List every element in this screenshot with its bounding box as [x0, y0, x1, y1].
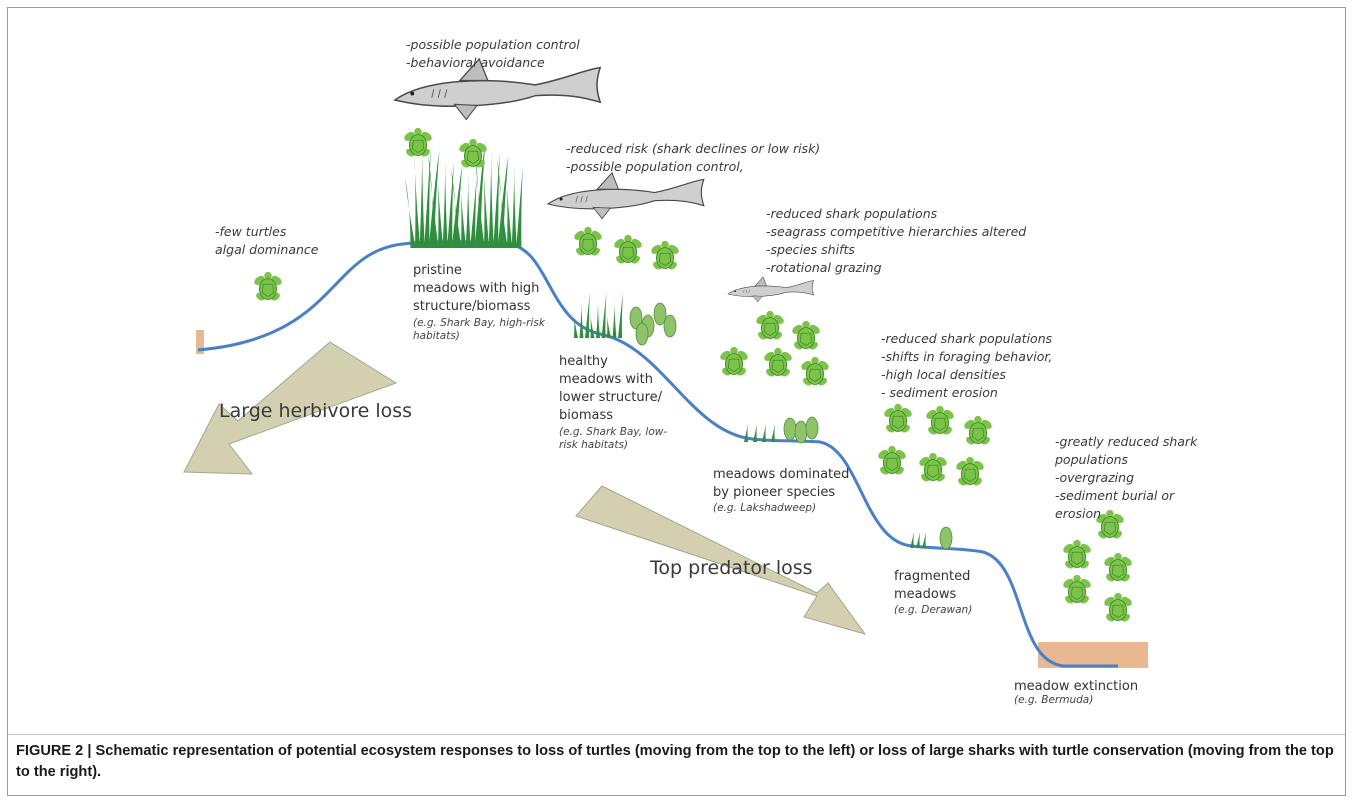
- seagrass-blade: [451, 168, 462, 248]
- turtle-icon: [962, 415, 994, 447]
- stage-example-fragmented: (e.g. Derawan): [894, 604, 972, 616]
- seagrass-leaf: [653, 302, 667, 326]
- seagrass-blade: [922, 532, 926, 548]
- seagrass-blade: [601, 292, 607, 338]
- seagrass-blade: [612, 300, 617, 338]
- seagrass-leaf: [939, 526, 953, 550]
- turtle-icon: [1102, 592, 1134, 624]
- stage-label-pioneer: meadows dominated by pioneer species: [713, 467, 854, 500]
- seagrass-blade: [771, 424, 775, 442]
- seagrass-blade: [589, 308, 595, 338]
- ecosystem-diagram: -few turtles algal dominance -possible p…: [183, 37, 1201, 706]
- turtle-icon: [1061, 539, 1093, 571]
- turtle-icon: [718, 346, 750, 378]
- caption-divider: [8, 734, 1345, 735]
- figure-frame: -few turtles algal dominance -possible p…: [7, 7, 1346, 796]
- turtle-icon: [649, 240, 681, 272]
- seagrass-leaf: [629, 306, 643, 330]
- figure-caption: FIGURE 2 | Schematic representation of p…: [16, 741, 1336, 783]
- ecosystem-state-curve: [197, 240, 1118, 668]
- turtle-icon: [762, 347, 794, 379]
- seagrass-blade: [474, 143, 485, 248]
- seagrass-blade: [511, 164, 517, 248]
- seagrass-blade: [618, 292, 623, 338]
- turtle-icon: [954, 456, 986, 488]
- stage-label-healthy: healthy meadows with lower structure/ bi…: [559, 354, 666, 423]
- stage-example-healthy: (e.g. Shark Bay, low- risk habitats): [559, 426, 671, 451]
- stage-label-extinction: meadow extinction: [1014, 679, 1138, 694]
- seagrass-blade: [428, 150, 440, 248]
- figure-label: FIGURE 2 |: [16, 743, 92, 759]
- seagrass-blade: [753, 424, 757, 442]
- seagrass-blade: [474, 140, 486, 248]
- seagrass-leaf: [783, 417, 797, 441]
- turtle-icon: [1061, 574, 1093, 606]
- seagrass-blade: [606, 308, 611, 338]
- seagrass-blade: [488, 149, 494, 248]
- seagrass-blade: [916, 532, 920, 548]
- seagrass-blade: [442, 159, 448, 248]
- annotation-pioneer: -reduced shark populations -seagrass com…: [766, 206, 1030, 275]
- stage-example-extinction: (e.g. Bermuda): [1014, 694, 1093, 706]
- shark-small-illustration: [727, 276, 814, 303]
- seagrass-blade: [573, 308, 578, 338]
- seagrass-blade: [470, 177, 477, 248]
- seagrass-blade: [419, 144, 425, 248]
- turtle-icon: [754, 310, 786, 342]
- stage-label-pristine: pristine meadows with high structure/bio…: [413, 263, 544, 314]
- shark-medium-illustration: [547, 172, 705, 220]
- turtle-icon: [612, 234, 644, 266]
- turtle-icon: [572, 226, 604, 258]
- turtle-icon: [924, 405, 956, 437]
- seagrass-blade: [585, 292, 590, 338]
- seagrass-blade: [424, 147, 431, 248]
- seagrass-blade: [447, 162, 454, 248]
- caption-text: Schematic representation of potential ec…: [16, 743, 1334, 780]
- seagrass-blade: [505, 161, 513, 248]
- annotation-extinction: -greatly reduced shark populations -over…: [1054, 434, 1201, 521]
- seagrass-blade: [459, 171, 467, 248]
- arrow-label-predator-loss: Top predator loss: [649, 557, 813, 579]
- seagrass-leaf: [663, 314, 677, 338]
- seagrass-blade: [405, 178, 416, 248]
- seagrass-blade: [910, 532, 914, 548]
- left-sediment-patch: [196, 330, 204, 354]
- seagrass-blade: [465, 174, 471, 248]
- stage-example-pioneer: (e.g. Lakshadweep): [713, 502, 816, 514]
- seagrass-blade: [428, 153, 439, 248]
- turtle-icon: [402, 127, 434, 159]
- seagrass-blade: [493, 152, 500, 248]
- seagrass-leaf: [805, 416, 819, 440]
- seagrass-illustrations: [405, 140, 953, 550]
- arrow-label-herbivore-loss: Large herbivore loss: [219, 400, 412, 422]
- turtle-icon: [1102, 552, 1134, 584]
- annotation-healthy: -reduced risk (shark declines or low ris…: [566, 141, 824, 174]
- turtle-icon: [876, 445, 908, 477]
- annotation-fragmented: -reduced shark populations -shifts in fo…: [881, 331, 1056, 400]
- seagrass-leaf: [794, 420, 808, 444]
- seagrass-blade: [744, 424, 748, 442]
- seagrass-blade: [413, 141, 421, 248]
- turtle-icon: [252, 271, 284, 303]
- seagrass-blade: [482, 146, 490, 248]
- seagrass-blade: [497, 158, 508, 248]
- seagrass-leaf: [635, 322, 649, 346]
- seagrass-blade: [436, 156, 444, 248]
- seagrass-blade: [596, 300, 600, 338]
- annotation-algal-dominance: -few turtles algal dominance: [215, 224, 319, 257]
- stage-example-pristine: (e.g. Shark Bay, high-risk habitats): [413, 317, 548, 342]
- top-predator-loss-arrow: [575, 485, 867, 635]
- seagrass-blade: [762, 424, 766, 442]
- annotation-pristine: -possible population control -behavioral…: [406, 37, 584, 70]
- seagrass-blade: [516, 167, 523, 248]
- seagrass-blade: [497, 155, 509, 248]
- turtle-icon: [799, 356, 831, 388]
- turtle-icon: [882, 403, 914, 435]
- seagrass-blade: [451, 165, 463, 248]
- turtle-icon: [790, 320, 822, 352]
- stage-label-fragmented: fragmented meadows: [894, 569, 975, 602]
- large-herbivore-loss-arrow: [183, 341, 398, 475]
- seagrass-blade: [579, 300, 584, 338]
- turtle-icon: [917, 452, 949, 484]
